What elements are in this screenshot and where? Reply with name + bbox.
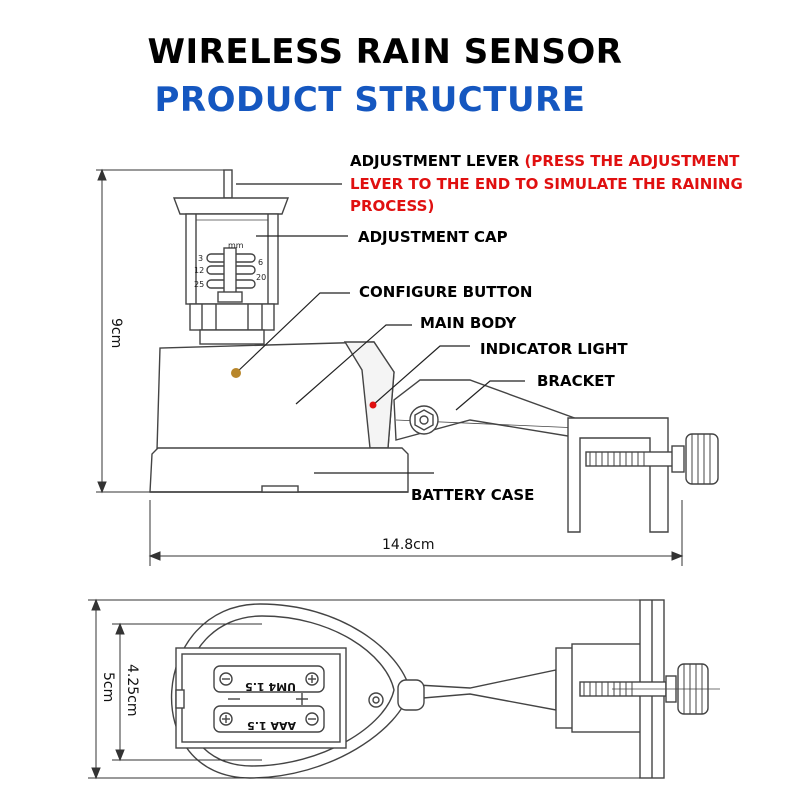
side-view [96,168,719,566]
inner-width-dimension-label: 4.25cm [124,664,140,717]
battery-bottom-label: AAA 1.5 [247,719,296,732]
bracket [393,379,719,533]
indicator-light-dot [369,401,377,409]
adjustment-lever [223,169,233,199]
battery-case [149,447,409,493]
outer-width-dimension-label: 5cm [100,672,116,702]
adjustment-lever-note-line2: LEVER TO THE END TO SIMULATE THE RAINING [350,175,743,193]
cap-scale-left-2: 25 [194,280,204,289]
cap-scale-left-1: 12 [194,266,204,275]
length-dimension-label: 14.8cm [382,537,435,553]
cap-scale-left-0: 3 [198,254,203,263]
cap-scale-unit: mm [228,241,244,250]
diagram-subtitle: PRODUCT STRUCTURE [154,80,586,120]
main-body-label: MAIN BODY [420,314,517,332]
battery-top-label: UM4 1.5 [245,680,296,693]
cap-scale-right-0: 6 [258,258,263,267]
indicator-light-label: INDICATOR LIGHT [480,340,628,358]
bracket-label: BRACKET [537,372,615,390]
adjustment-lever-label: ADJUSTMENT LEVER (PRESS THE ADJUSTMENT [350,152,740,170]
height-dimension-label: 9cm [108,318,124,348]
configure-button-dot [231,368,241,378]
adjustment-cap-label: ADJUSTMENT CAP [358,228,508,246]
adjustment-cap [172,197,290,345]
configure-button-label: CONFIGURE BUTTON [359,283,532,301]
adjustment-lever-note-line3: PROCESS) [350,197,434,215]
diagram-title: WIRELESS RAIN SENSOR [147,32,623,72]
battery-compartment [175,647,347,749]
battery-case-label: BATTERY CASE [411,486,534,504]
main-body [156,341,395,451]
top-view [88,598,720,780]
clamp-top-view [555,599,720,779]
cap-scale-right-1: 20 [256,273,266,282]
